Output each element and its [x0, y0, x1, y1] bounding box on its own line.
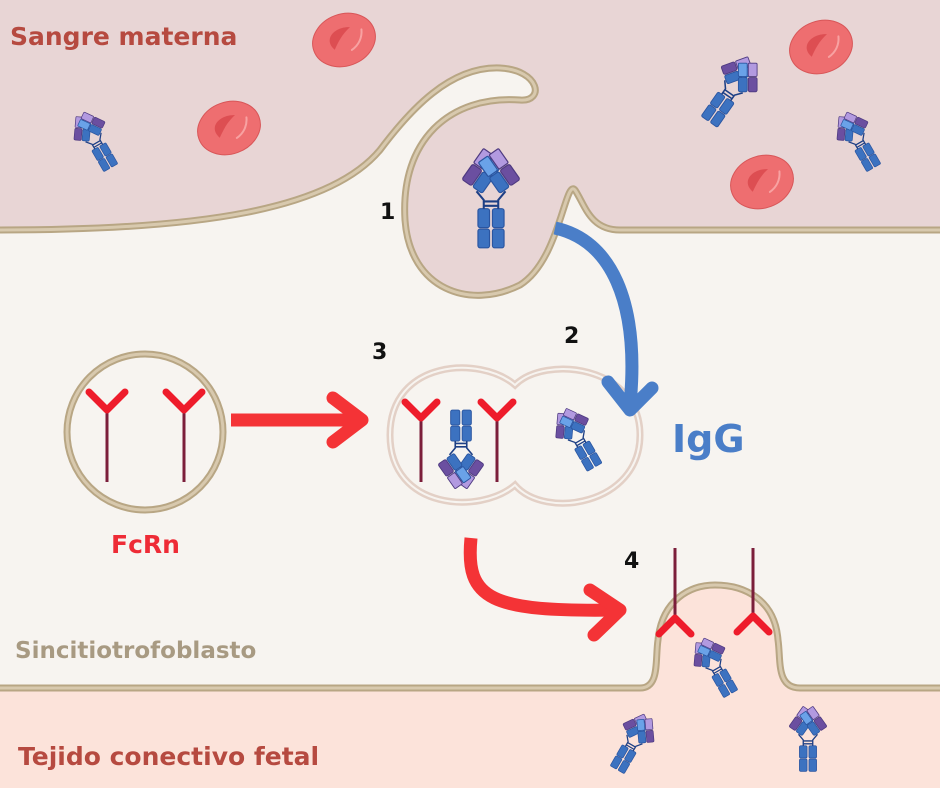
step-number-4: 4: [624, 549, 640, 574]
fetal-tissue-region: [0, 688, 940, 788]
transport-arrow-blue: [553, 221, 639, 406]
transport-arrow-red-curved: [463, 537, 619, 617]
fcrn-label: FcRn: [111, 530, 180, 559]
fetal-tissue-label: Tejido conectivo fetal: [18, 742, 320, 771]
basal-membrane: [0, 581, 940, 692]
step-number-2: 2: [564, 324, 580, 349]
fusing-endosome: [386, 364, 644, 507]
fcrn-receptor: [401, 398, 441, 482]
step-number-3: 3: [372, 340, 388, 365]
step-number-1: 1: [380, 200, 396, 225]
fcrn-receptor: [655, 548, 695, 638]
igg-antibody: [544, 400, 612, 478]
fcrn-receptor: [733, 548, 773, 636]
igg-bound-to-fcrn: [437, 409, 485, 490]
maternal-blood-region: [0, 0, 940, 296]
syncytiotrophoblast-label: Sincitiotrofoblasto: [15, 638, 257, 664]
igg-label: IgG: [672, 417, 745, 461]
fcrn-receptor: [477, 398, 517, 482]
maternal-blood-label: Sangre materna: [10, 22, 238, 51]
